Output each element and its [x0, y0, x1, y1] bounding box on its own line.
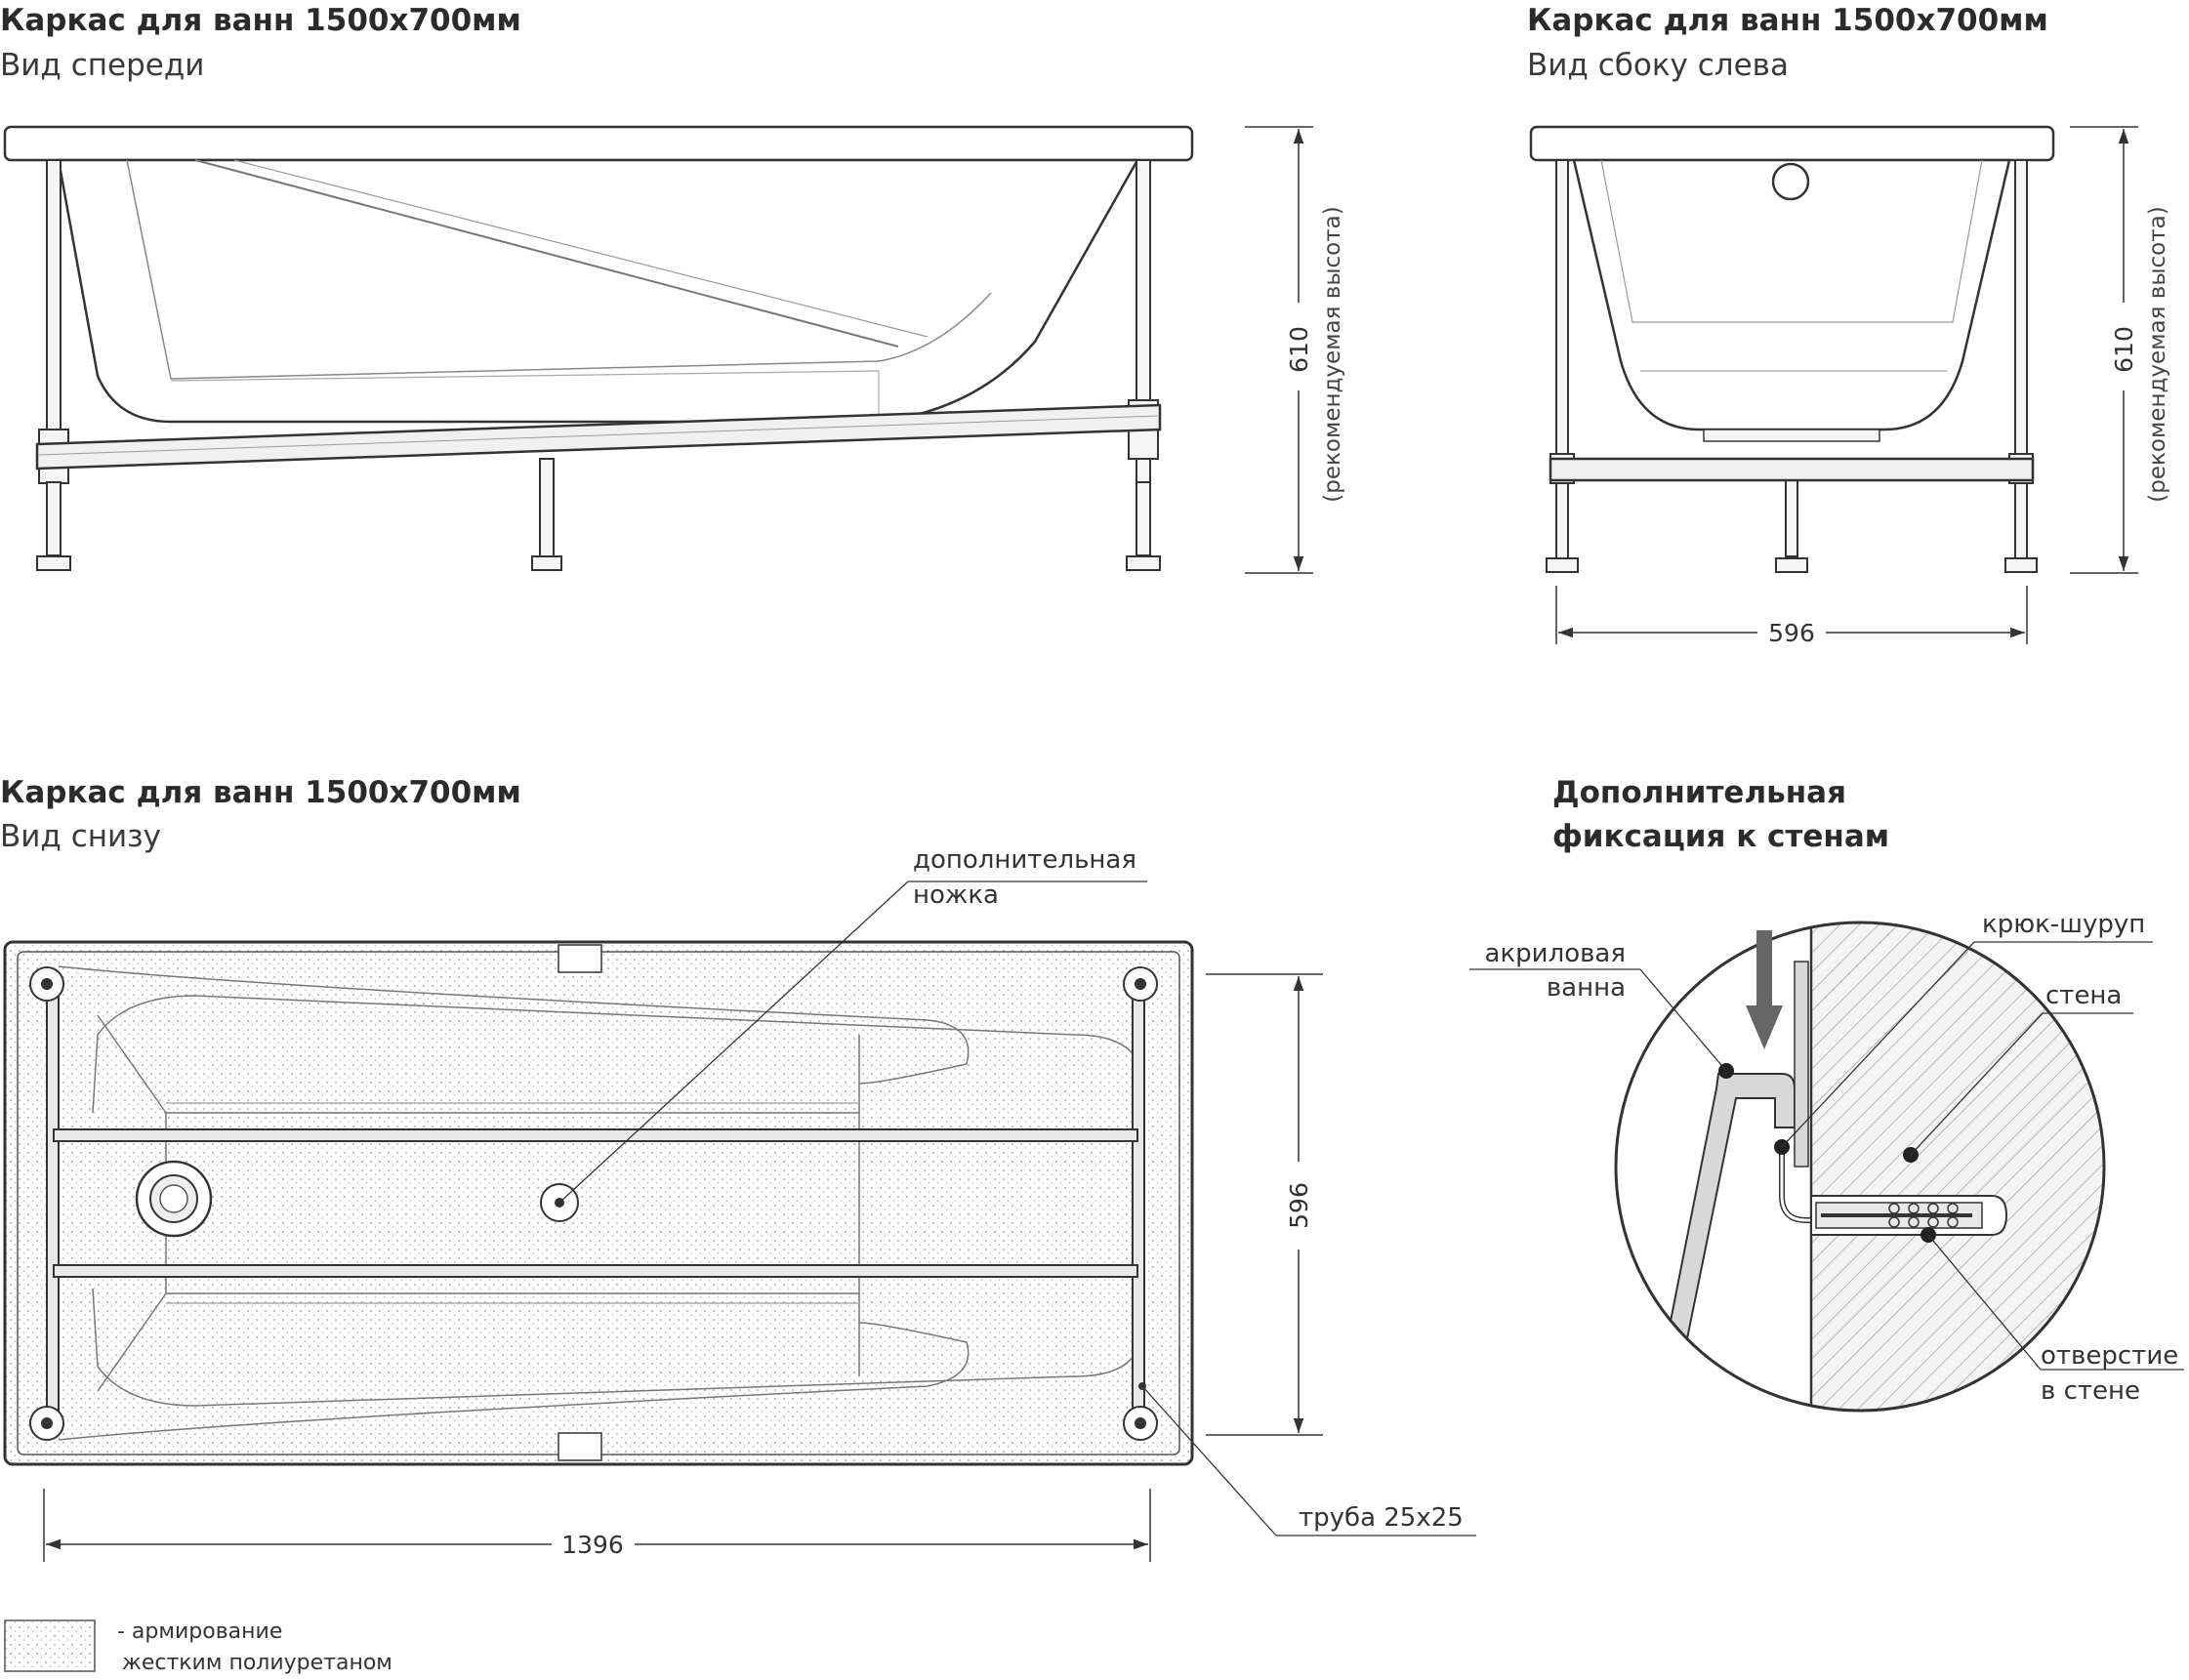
- extra-leg-label-1: дополнительная: [913, 845, 1136, 875]
- bottom-width-dimension: 596: [1206, 973, 1323, 1436]
- legend-swatch: [4, 1619, 96, 1672]
- overflow-hole: [1771, 162, 1810, 201]
- side-view-subtitle: Вид сбоку слева: [1527, 48, 1789, 83]
- front-view-title: Каркас для ванн 1500x700мм: [0, 3, 521, 38]
- legend-line-1: - армирование: [117, 1619, 282, 1644]
- front-height-value: 610: [1285, 326, 1313, 373]
- side-height-value: 610: [2110, 326, 2138, 373]
- acrylic-label-group: акриловая ванна: [1469, 939, 1734, 1079]
- acrylic-label-1: акриловая: [1485, 939, 1626, 968]
- side-view-title: Каркас для ванн 1500x700мм: [1527, 3, 2048, 38]
- wall-label-group: стена: [1903, 981, 2133, 1163]
- bottom-length-value: 1396: [561, 1531, 624, 1559]
- wall-fix-title-1: Дополнительная: [1552, 775, 1846, 810]
- bottom-view-title: Каркас для ванн 1500x700мм: [0, 775, 521, 810]
- pipe-label: труба 25х25: [1299, 1503, 1464, 1533]
- frame-pipes-25x25: [46, 983, 1145, 1414]
- bathtub-bottom-outline: [3, 940, 1194, 1466]
- bottom-view-subtitle: Вид снизу: [0, 819, 161, 854]
- detail-circle: [1614, 921, 2106, 1413]
- front-height-note: (рекомендуемая высота): [1320, 206, 1345, 502]
- hole-label-1: отверстие: [2041, 1341, 2178, 1371]
- extra-leg: дополнительная ножка: [540, 845, 1147, 1222]
- frame-corner-feet: [29, 966, 1158, 1441]
- acrylic-rim-section: [1648, 1073, 1796, 1411]
- side-frame-rail: [1549, 457, 2035, 482]
- side-view: Каркас для ванн 1500x700мм Вид сбоку сле…: [1527, 3, 2170, 647]
- front-view-subtitle: Вид спереди: [0, 48, 204, 83]
- hook-label: крюк-шуруп: [1982, 910, 2145, 939]
- side-bathtub-rim: [1529, 125, 2055, 162]
- pipe-label-group: труба 25х25: [1138, 1382, 1476, 1537]
- wall-fix-title-2: фиксация к стенам: [1552, 819, 1889, 854]
- acrylic-label-2: ванна: [1547, 973, 1626, 1003]
- bottom-width-value: 596: [1285, 1182, 1313, 1229]
- side-width-value: 596: [1768, 619, 1815, 647]
- hole-label-group: отверстие в стене: [1921, 1227, 2184, 1406]
- side-bathtub-body: [1572, 158, 2011, 431]
- bathtub-rim: [3, 125, 1194, 162]
- extra-leg-label-2: ножка: [913, 881, 999, 910]
- wall-fixation-detail: Дополнительная фиксация к стенам: [1469, 775, 2184, 1413]
- hole-label-2: в стене: [2041, 1376, 2140, 1406]
- bathtub-body: [57, 158, 1140, 424]
- legend: - армирование жестким полиуретаном: [4, 1619, 392, 1675]
- hook-label-group: крюк-шуруп: [1774, 910, 2153, 1155]
- legend-line-2: жестким полиуретаном: [122, 1651, 392, 1675]
- side-height-note: (рекомендуемая высота): [2145, 206, 2170, 502]
- bottom-length-dimension: 1396: [43, 1489, 1151, 1562]
- front-height-dimension: 610 (рекомендуемая высота): [1245, 126, 1345, 574]
- side-height-dimension: 610 (рекомендуемая высота): [2070, 126, 2170, 574]
- frame-bottom-rail: [35, 403, 1162, 471]
- bottom-view: Каркас для ванн 1500x700мм Вид снизу: [0, 775, 1476, 1562]
- front-view: Каркас для ванн 1500x700мм Вид спереди: [0, 3, 1345, 574]
- down-arrow: [1746, 930, 1783, 1049]
- wall-label: стена: [2045, 981, 2122, 1010]
- side-width-dimension: 596: [1555, 586, 2028, 647]
